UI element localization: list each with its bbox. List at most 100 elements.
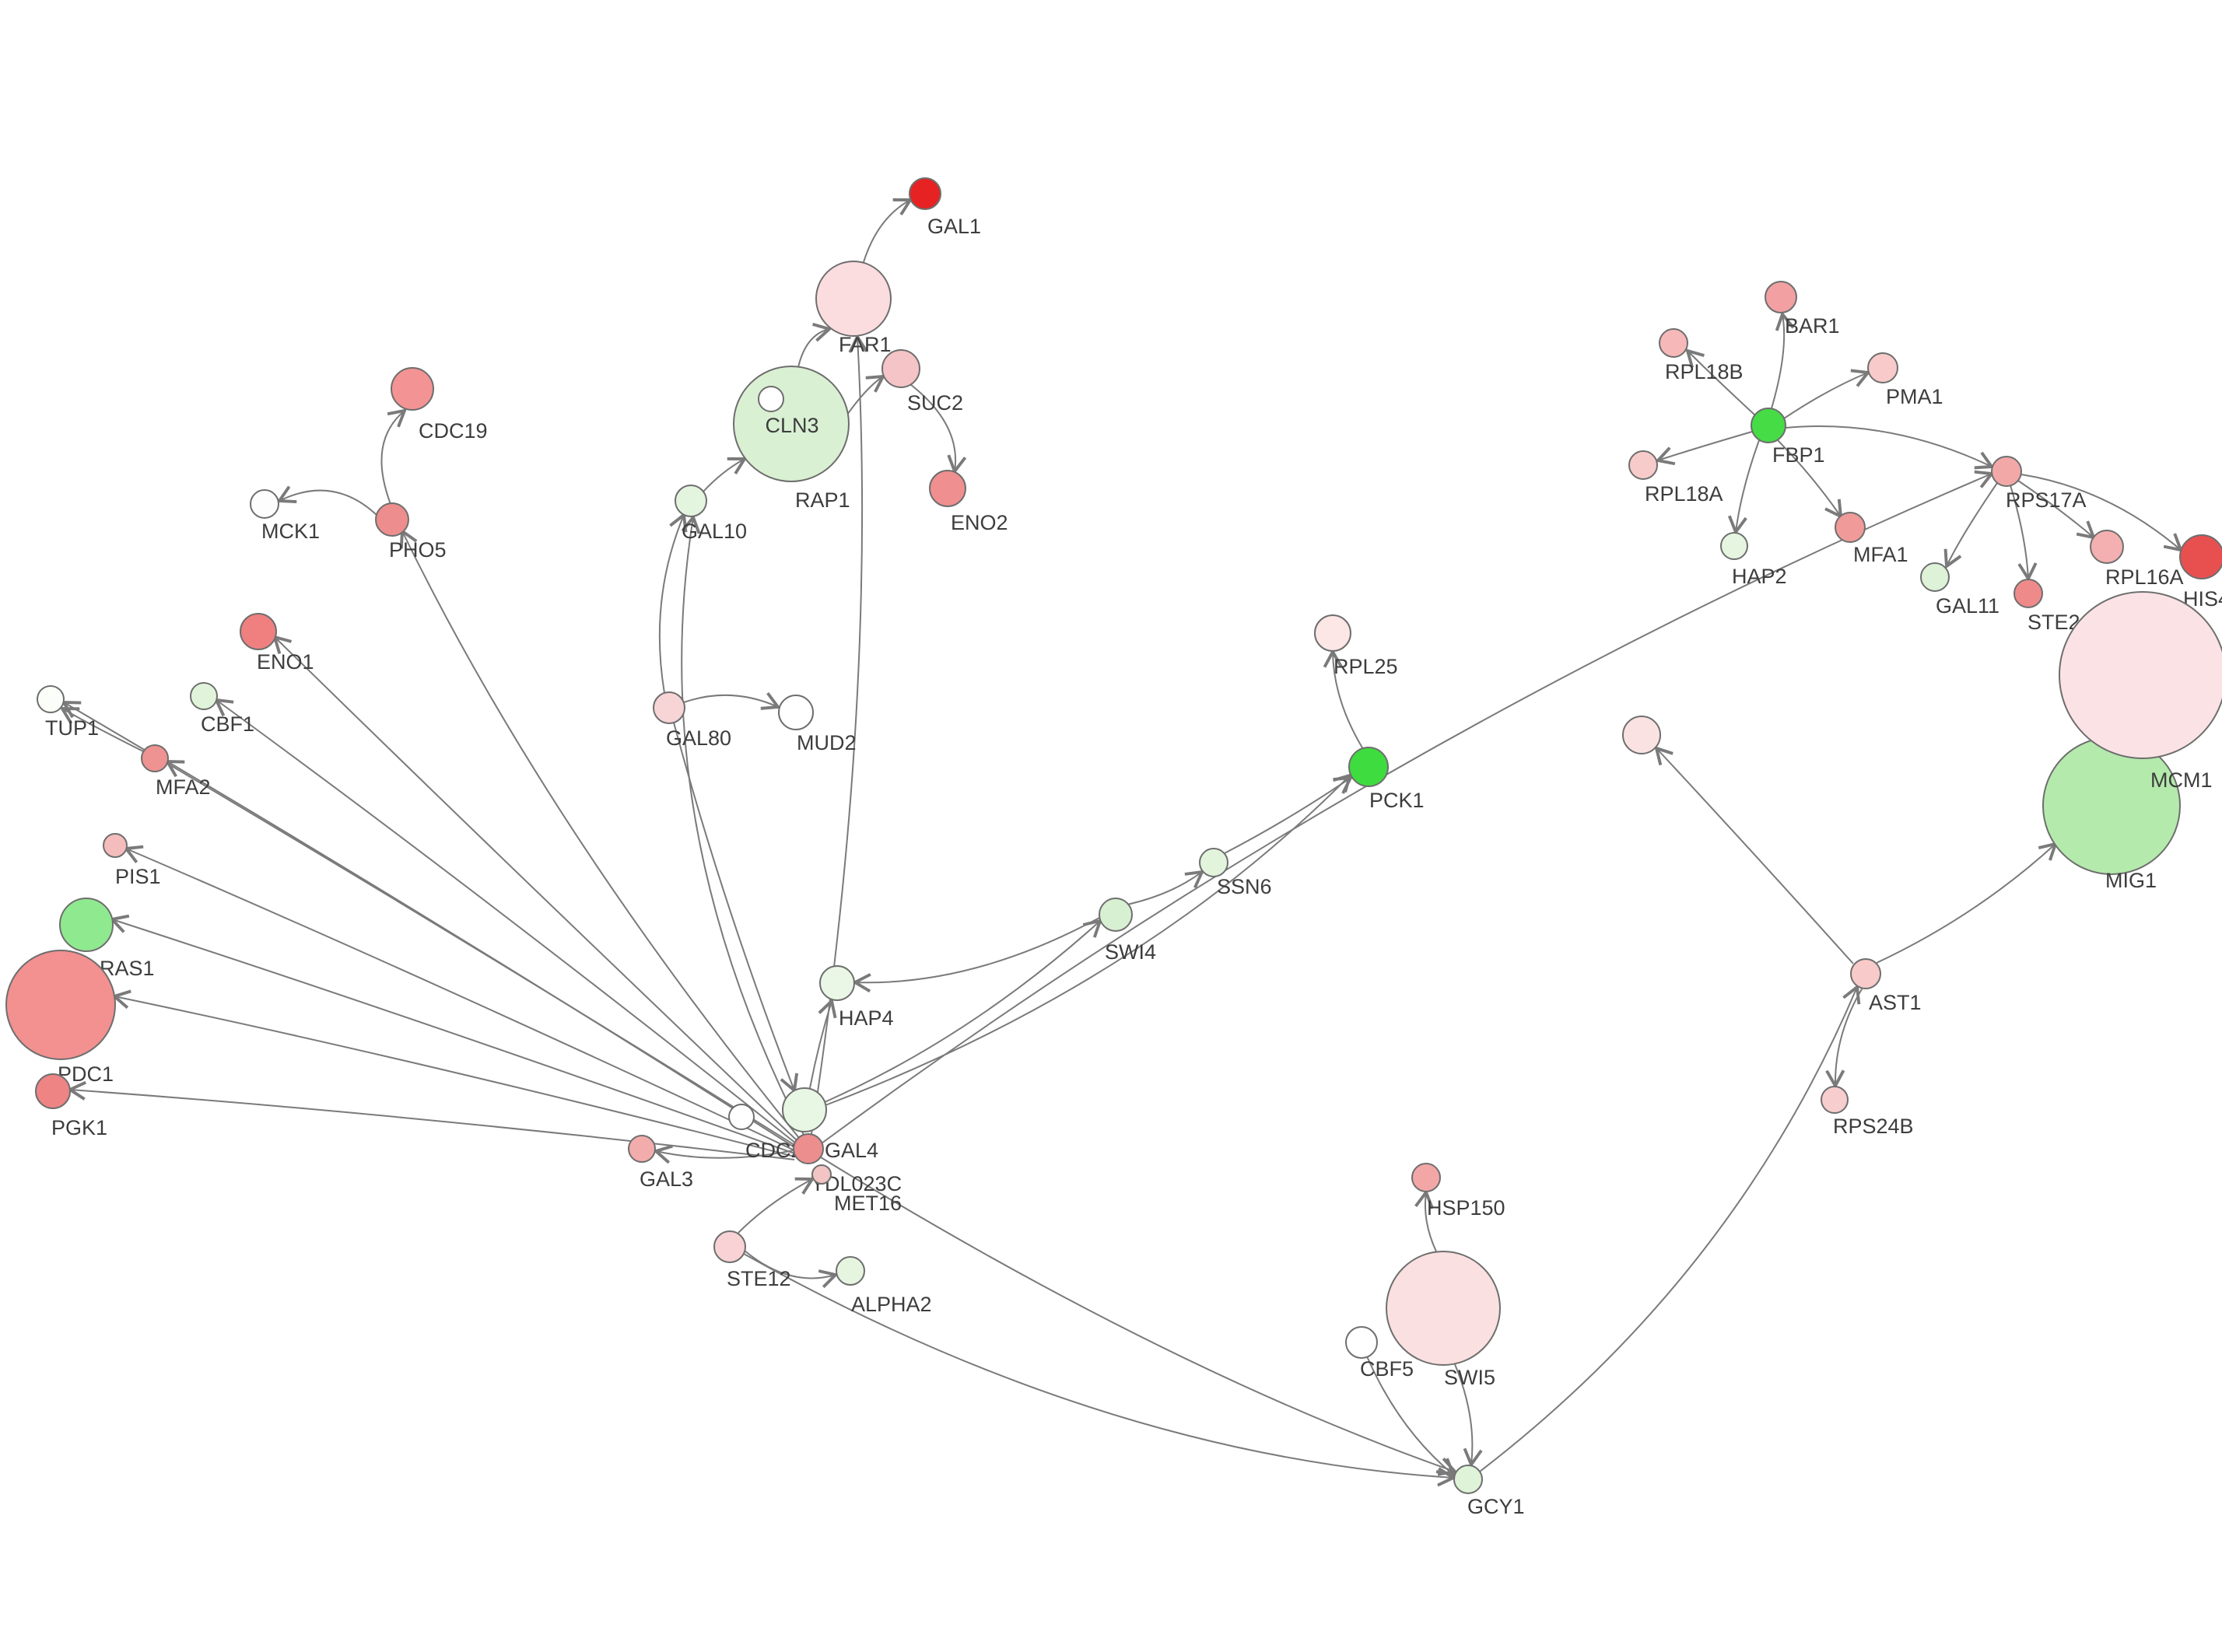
edge-gal4-mfa2[interactable] — [164, 759, 795, 1148]
node-alpha2[interactable] — [836, 1256, 865, 1286]
edge-gal4-cbf1[interactable] — [213, 698, 797, 1144]
node-ste2[interactable] — [2013, 579, 2043, 608]
edge-swi4-hap4[interactable] — [851, 917, 1100, 993]
node-far1[interactable] — [815, 261, 892, 337]
node-pma1[interactable] — [1867, 352, 1898, 383]
edge-rps17a-gal11[interactable] — [1943, 482, 1998, 569]
node-rpl18a[interactable] — [1628, 450, 1658, 480]
node-unnamed[interactable] — [1622, 716, 1661, 754]
edge-pho5-cdc19[interactable] — [380, 408, 408, 505]
edge-gal4-ras1[interactable] — [109, 914, 795, 1154]
node-eno2[interactable] — [929, 470, 966, 507]
edge-ste12-alpha2[interactable] — [744, 1250, 839, 1289]
node-ste12[interactable] — [713, 1230, 746, 1263]
edge-gal4-rps17a[interactable] — [821, 470, 1995, 1144]
edge-fbp1-pma1[interactable] — [1783, 369, 1871, 419]
edge-ste12-gcy1[interactable] — [743, 1253, 1457, 1487]
node-rpl25[interactable] — [1314, 614, 1351, 652]
node-hap2[interactable] — [1720, 532, 1748, 560]
edge-cdc28-swi4[interactable] — [824, 919, 1102, 1103]
node-hap4[interactable] — [819, 965, 855, 1001]
edge-suc2-eno2[interactable] — [909, 383, 967, 474]
edge-rps17a-ste2[interactable] — [2010, 485, 2038, 583]
node-cdc19[interactable] — [391, 367, 434, 411]
node-swi4[interactable] — [1099, 898, 1133, 932]
node-rps24b[interactable] — [1821, 1086, 1849, 1114]
node-gal1[interactable] — [909, 177, 941, 210]
node-suc2[interactable] — [881, 349, 920, 388]
edge-rap1-suc2[interactable] — [846, 374, 886, 415]
edge-fbp1-rps17a[interactable] — [1785, 425, 1995, 470]
edge-ast1-rps24b[interactable] — [1825, 987, 1863, 1090]
edge-gal4-gal10[interactable] — [681, 514, 804, 1136]
edge-ssn6-pck1[interactable] — [1224, 775, 1354, 854]
edge-swi5-gcy1[interactable] — [1454, 1363, 1483, 1468]
edge-gal4-pgk1[interactable] — [66, 1080, 795, 1160]
edge-gal4-gcy1[interactable] — [820, 1157, 1458, 1476]
node-eno1[interactable] — [240, 613, 277, 650]
node-gal3[interactable] — [628, 1135, 656, 1163]
node-mck1[interactable] — [250, 489, 279, 519]
node-ast1[interactable] — [1850, 958, 1881, 989]
edge-swi5-hsp150[interactable] — [1414, 1189, 1437, 1252]
node-tup1[interactable] — [37, 685, 65, 713]
node-mfa1[interactable] — [1835, 512, 1866, 543]
node-rps17a[interactable] — [1991, 456, 2022, 487]
edge-gal80-mud2[interactable] — [683, 691, 781, 710]
node-hsp150[interactable] — [1411, 1163, 1441, 1192]
edge-cdc28-hap4[interactable] — [809, 998, 837, 1089]
edge-gal4-eno1[interactable] — [272, 635, 798, 1142]
edge-rps17a-rpl16a[interactable] — [2017, 480, 2097, 540]
node-mud2[interactable] — [778, 695, 814, 730]
edge-gal4-pis1[interactable] — [123, 845, 795, 1151]
node-ras1[interactable] — [59, 898, 114, 952]
edge-ast1-unnamed[interactable] — [1654, 746, 1854, 964]
node-ydl023c[interactable] — [728, 1104, 755, 1130]
node-rpl16a[interactable] — [2090, 530, 2124, 564]
edge-rps17a-his4[interactable] — [2020, 474, 2184, 552]
edge-gal10-cln3[interactable] — [703, 457, 748, 492]
node-pdc1[interactable] — [5, 950, 116, 1060]
node-cdc28[interactable] — [782, 1087, 827, 1132]
edge-fbp1-mfa1[interactable] — [1777, 439, 1843, 520]
node-pck1[interactable] — [1348, 747, 1389, 787]
edge-ast1-mig1[interactable] — [1876, 842, 2058, 964]
edge-gal4-pho5[interactable] — [399, 528, 800, 1139]
node-fbp1[interactable] — [1751, 408, 1786, 443]
node-pho5[interactable] — [375, 502, 409, 537]
edge-gcy1-ast1[interactable] — [1479, 984, 1861, 1472]
node-gal4[interactable] — [793, 1133, 824, 1164]
edge-cln3-far1[interactable] — [797, 323, 832, 368]
node-pgk1[interactable] — [35, 1073, 71, 1109]
node-gal11[interactable] — [1920, 562, 1950, 592]
edge-cdc28-pck1[interactable] — [825, 773, 1352, 1106]
node-gal80[interactable] — [653, 691, 685, 724]
edge-ste12-met16[interactable] — [738, 1177, 815, 1234]
node-gal10[interactable] — [675, 485, 707, 517]
node-rpl18b[interactable] — [1659, 328, 1688, 358]
edge-fbp1-hap2[interactable] — [1727, 439, 1760, 535]
edge-far1-gal1[interactable] — [863, 198, 913, 263]
node-cbf1[interactable] — [190, 682, 218, 710]
node-gcy1[interactable] — [1453, 1465, 1483, 1494]
edge-gal4-gal3[interactable] — [653, 1144, 794, 1164]
edge-gal80-cdc28[interactable] — [673, 722, 799, 1094]
node-mig1[interactable] — [2042, 737, 2181, 875]
edge-pck1-rpl25[interactable] — [1323, 648, 1364, 750]
node-swi5[interactable] — [1386, 1251, 1501, 1366]
node-ssn6[interactable] — [1199, 848, 1228, 877]
node-pis1[interactable] — [103, 833, 128, 858]
node-rap1[interactable] — [758, 386, 784, 412]
edge-pho5-mck1[interactable] — [276, 485, 377, 516]
edge-swi4-ssn6[interactable] — [1127, 870, 1205, 905]
edge-gal80-gal10[interactable] — [658, 512, 688, 694]
node-mcm1[interactable] — [2059, 591, 2222, 759]
node-cbf5[interactable] — [1345, 1326, 1378, 1359]
edge-fbp1-rpl18a[interactable] — [1655, 431, 1753, 466]
edge-fbp1-bar1[interactable] — [1771, 311, 1795, 409]
edge-gal4-pdc1[interactable] — [111, 989, 795, 1157]
node-bar1[interactable] — [1765, 281, 1797, 313]
node-met16[interactable] — [811, 1164, 832, 1185]
node-his4[interactable] — [2179, 534, 2222, 579]
